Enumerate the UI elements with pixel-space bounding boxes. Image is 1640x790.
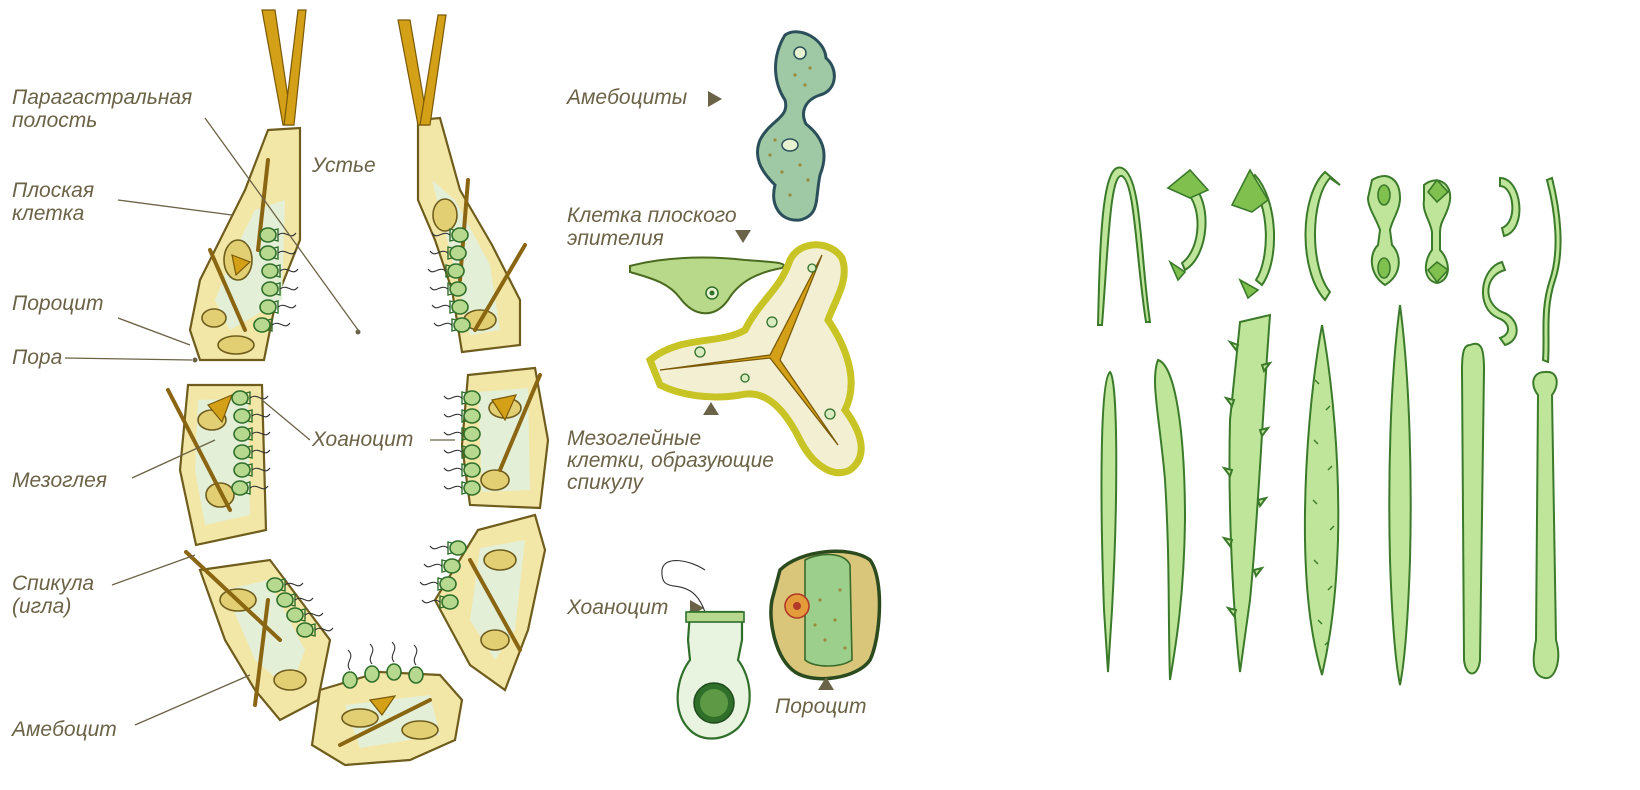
label-spicule-1: Спикула xyxy=(12,572,94,595)
choanocyte-cell xyxy=(430,246,466,260)
choanocyte-cell xyxy=(430,282,466,296)
spicule-anchor-shape-1 xyxy=(1168,170,1208,280)
label-osculum: Устье xyxy=(311,154,376,177)
choanocyte-cell xyxy=(260,300,296,314)
choanocyte-cell xyxy=(365,644,379,682)
spicule-spiny-rod-2 xyxy=(1305,325,1338,675)
sponge-body xyxy=(168,10,548,765)
label-choanocyte-center: Хоаноцит xyxy=(311,428,413,451)
label-mesoglea-cells-1: Мезоглейные xyxy=(567,427,701,450)
choanocyte-cell xyxy=(428,264,464,278)
label-flat-cell-2: клетка xyxy=(12,202,84,225)
choanocyte-cell xyxy=(434,318,470,332)
choanocyte-illustration xyxy=(662,561,750,739)
spicule-hook-shape xyxy=(1098,167,1150,325)
choanocyte-cell xyxy=(234,427,270,441)
label-paragastral-1: Парагастральная xyxy=(12,86,192,109)
label-pore: Пора xyxy=(12,346,62,369)
label-choanocyte-panel: Хоаноцит xyxy=(566,596,668,619)
spicule-blunt-rod xyxy=(1462,344,1484,674)
choanocyte-cell xyxy=(444,463,480,477)
spicule-c-shape xyxy=(1305,172,1340,300)
choanocyte-cell xyxy=(287,608,323,622)
label-paragastral-2: полость xyxy=(12,109,97,132)
choanocyte-cell xyxy=(422,595,458,609)
triangle-up-icon xyxy=(703,402,719,415)
label-porocyte-left: Пороцит xyxy=(12,292,103,315)
choanocyte-cell xyxy=(409,645,423,683)
label-amoebocyte-left: Амебоцит xyxy=(10,718,117,741)
spicule-double-anchor-shape xyxy=(1424,180,1450,283)
choanocyte-cell xyxy=(343,650,357,688)
choanocyte-cell xyxy=(262,264,298,278)
choanocyte-cell xyxy=(430,541,466,555)
choanocyte-cell xyxy=(262,282,298,296)
amoebocyte-illustration xyxy=(758,32,835,220)
spicule-shapes-panel xyxy=(1098,167,1561,685)
choanocyte-cell xyxy=(444,445,480,459)
spicule-thin-rod-1 xyxy=(1102,372,1117,672)
label-amoebocytes-panel: Амебоциты xyxy=(565,86,688,109)
spicule-sigma-shape xyxy=(1483,178,1519,345)
choanocyte-cell xyxy=(297,623,333,637)
triangle-right-icon xyxy=(708,91,722,107)
spicule-bone-shape xyxy=(1368,176,1400,285)
choanocyte-cell xyxy=(387,642,401,680)
spicule-spindle-rod xyxy=(1389,305,1410,685)
choanocyte-cell xyxy=(254,318,290,332)
choanocyte-cell xyxy=(277,593,313,607)
label-mesoglea-cells-3: спикулу xyxy=(567,471,645,494)
choanocyte-cell xyxy=(267,578,303,592)
choanocyte-cell xyxy=(234,409,270,423)
label-flat-epithelium-1: Клетка плоского xyxy=(567,204,737,227)
label-flat-cell-1: Плоская xyxy=(12,179,94,202)
label-flat-epithelium-2: эпителия xyxy=(567,227,664,250)
spicule-curved-rod xyxy=(1155,360,1185,680)
choanocyte-cell xyxy=(444,427,480,441)
triangle-down-icon xyxy=(735,230,751,243)
choanocyte-cell xyxy=(444,391,480,405)
choanocyte-cell xyxy=(444,409,480,423)
cell-types-panel: Амебоциты Клетка плоского эпителия xyxy=(565,32,879,739)
choanocyte-cell xyxy=(420,577,456,591)
spicule-anchor-shape-2 xyxy=(1232,170,1274,298)
spicule-knob-rod xyxy=(1533,372,1558,678)
label-mesoglea: Мезоглея xyxy=(12,469,107,492)
label-spicule-2: (игла) xyxy=(12,595,71,618)
spicule-wavy-shape xyxy=(1543,178,1561,362)
choanocyte-cell xyxy=(424,559,460,573)
choanocyte-cell xyxy=(432,300,468,314)
label-porocyte-panel: Пороцит xyxy=(775,695,866,718)
osculum-spicules xyxy=(262,10,446,125)
choanocyte-cell xyxy=(444,481,480,495)
porocyte-illustration xyxy=(771,551,880,678)
label-mesoglea-cells-2: клетки, образующие xyxy=(567,449,774,472)
